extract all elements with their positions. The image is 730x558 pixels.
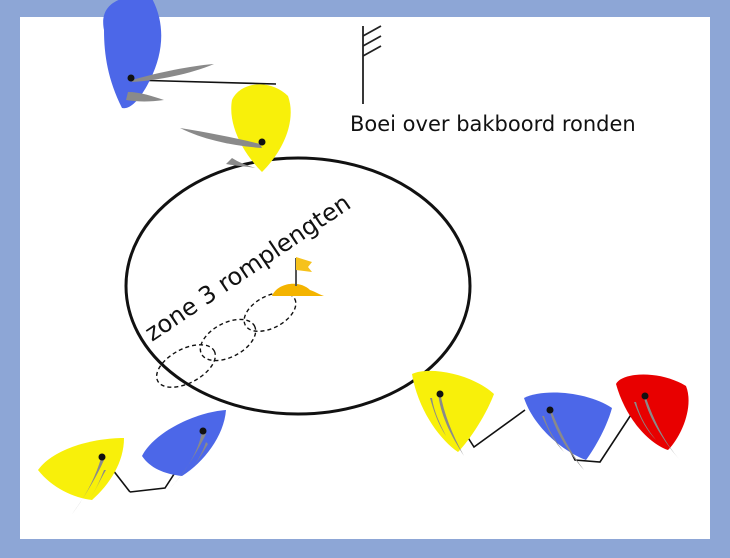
boat-yellow-top: [180, 84, 291, 172]
zone-circle: [124, 156, 472, 416]
boat-blue-bottom-right: [524, 392, 612, 470]
boat-blue-bottom-left: [142, 410, 226, 488]
caption-text: Boei over bakboord ronden: [350, 112, 636, 136]
boat-red-bottom-right: [616, 374, 689, 460]
diagram-panel: [20, 17, 710, 539]
zone-label: zone 3 romplengten: [140, 189, 356, 347]
boat-blue-top: [103, 0, 214, 109]
boat-yellow-bottom-left: [38, 438, 124, 514]
wind-flag-icon: [362, 25, 382, 104]
buoy-flag-icon: [272, 257, 324, 296]
boat-yellow-bottom-right: [412, 370, 494, 456]
rounding-path: [155, 292, 297, 388]
